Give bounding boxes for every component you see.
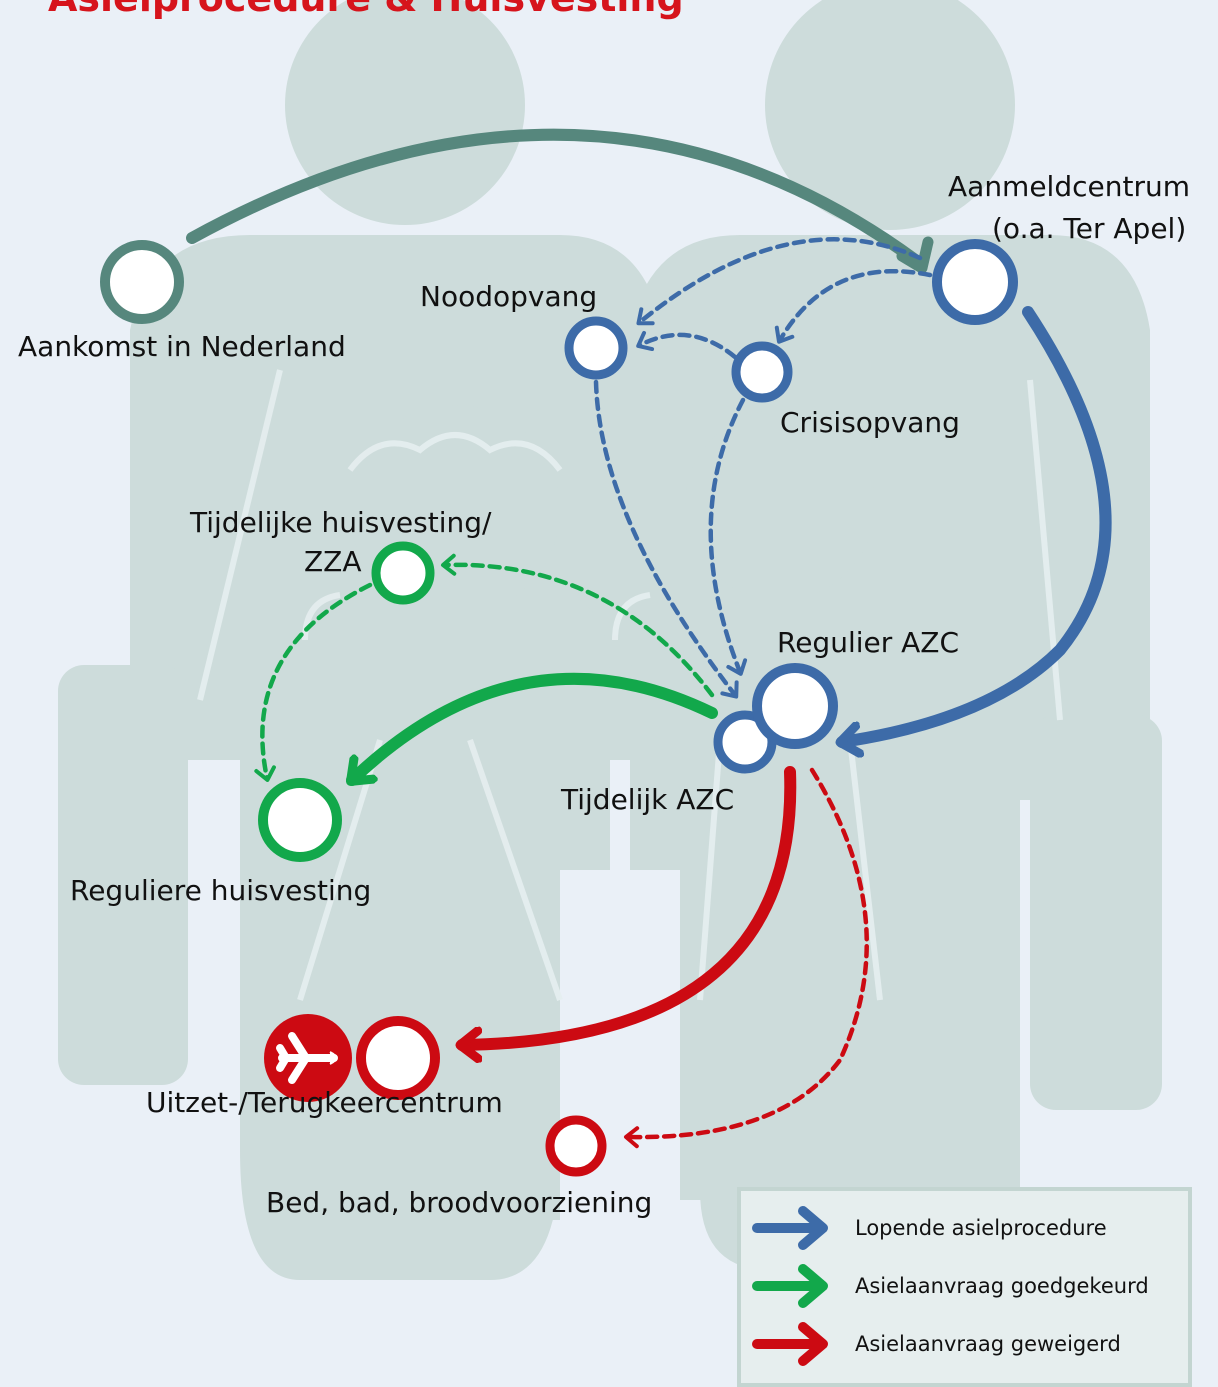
adult-left-suitcase xyxy=(58,665,188,1085)
node-tijdelijke-huisvesting xyxy=(371,541,435,605)
child-right-head xyxy=(685,410,875,600)
legend-arrow-green-icon xyxy=(752,1264,828,1308)
arrow-crisisopvang-to-azc xyxy=(708,397,748,676)
label-aanmeldcentrum: Aanmeldcentrum xyxy=(948,170,1190,203)
label-bbb: Bed, bad, broodvoorziening xyxy=(266,1186,653,1219)
node-bbb xyxy=(545,1115,607,1177)
label-tijdelijk-azc: Tijdelijk AZC xyxy=(561,783,735,816)
node-uitzetcentrum xyxy=(356,1016,440,1100)
arrow-arrival-to-aanmeldcentrum xyxy=(186,128,924,268)
arrow-aanmeldcentrum-to-crisisopvang xyxy=(774,269,933,344)
node-regulier-azc xyxy=(752,663,838,749)
adult-right-suitcase xyxy=(1030,715,1162,1110)
green-dashed-arrows xyxy=(254,553,715,782)
arrow-azc-to-uitzetcentrum xyxy=(462,766,797,1045)
label-noodopvang: Noodopvang xyxy=(420,280,598,313)
label-reguliere-huisvesting: Reguliere huisvesting xyxy=(70,874,372,907)
arrow-crisisopvang-to-noodopvang xyxy=(636,330,738,360)
label-regulier-azc: Regulier AZC xyxy=(777,626,960,659)
arrow-azc-to-reguliere-huisvesting xyxy=(346,672,718,786)
arrow-azc-to-tijdelijke-huisvesting xyxy=(441,553,715,698)
label-tijdelijke-huisvesting-line2: ZZA xyxy=(304,545,362,578)
node-aankomst xyxy=(100,240,184,324)
label-aankomst: Aankomst in Nederland xyxy=(18,330,346,363)
node-noodopvang xyxy=(564,316,628,380)
adult-left-head xyxy=(285,0,525,225)
arrow-azc-to-bbb xyxy=(624,767,869,1149)
arrow-aanmeldcentrum-to-noodopvang xyxy=(636,237,923,326)
legend-label-lopend: Lopende asielprocedure xyxy=(855,1216,1107,1240)
node-aanmeldcentrum xyxy=(932,239,1018,325)
legend-item-geweigerd: Asielaanvraag geweigerd xyxy=(751,1316,1121,1372)
node-reguliere-huisvesting xyxy=(258,778,342,862)
label-aanmeldcentrum-sub: (o.a. Ter Apel) xyxy=(992,212,1187,245)
label-tijdelijke-huisvesting-line1: Tijdelijke huisvesting/ xyxy=(190,506,492,539)
blue-dashed-arrows xyxy=(593,237,933,699)
page-title: Asielprocedure & Huisvesting xyxy=(48,0,684,20)
label-crisisopvang: Crisisopvang xyxy=(780,406,960,439)
node-crisisopvang xyxy=(731,341,793,403)
legend-label-goedgekeurd: Asielaanvraag goedgekeurd xyxy=(855,1274,1149,1298)
airplane-icon xyxy=(264,1014,352,1102)
legend-item-lopend: Lopende asielprocedure xyxy=(751,1200,1107,1256)
legend-item-goedgekeurd: Asielaanvraag goedgekeurd xyxy=(751,1258,1149,1314)
label-uitzetcentrum: Uitzet-/Terugkeercentrum xyxy=(146,1086,503,1119)
arrow-arrival-head xyxy=(896,236,934,274)
adult-right-head xyxy=(765,0,1015,230)
legend-arrow-blue-icon xyxy=(752,1206,828,1250)
legend: Lopende asielprocedure Asielaanvraag goe… xyxy=(737,1187,1192,1387)
legend-arrow-red-icon xyxy=(752,1322,828,1366)
arrow-noodopvang-to-azc xyxy=(593,379,739,699)
arrow-aanmeldcentrum-to-regulier-azc xyxy=(842,306,1112,742)
legend-label-geweigerd: Asielaanvraag geweigerd xyxy=(855,1332,1121,1356)
arrow-tijdelijke-huisvesting-to-reguliere xyxy=(254,582,373,782)
